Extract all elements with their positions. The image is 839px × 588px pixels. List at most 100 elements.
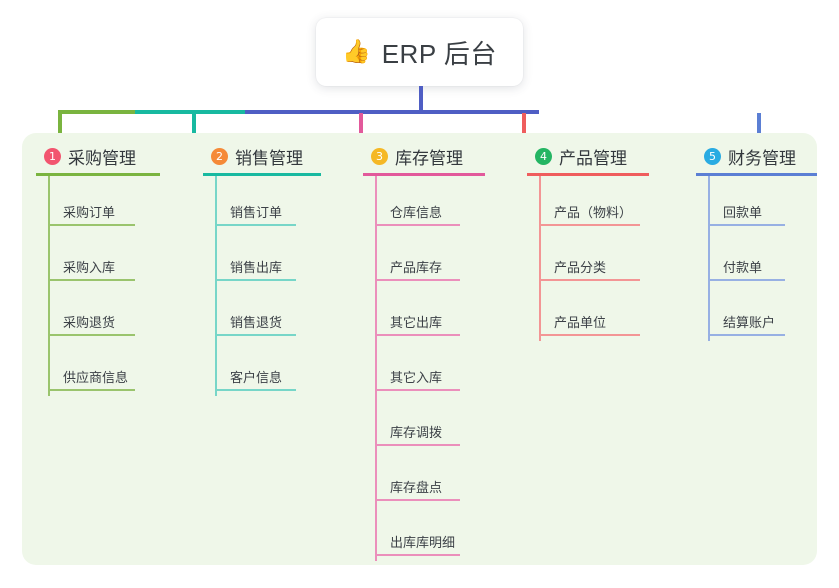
menu-item[interactable]: 产品（物料） [540,176,649,231]
column-title-2: 销售管理 [235,148,303,168]
menu-item[interactable]: 出库库明细 [376,506,485,561]
column-spine-3 [375,176,377,561]
menu-item-underline [376,499,460,501]
menu-item-label: 产品库存 [390,260,443,275]
trunk-connector [419,86,423,111]
menu-item-underline [216,279,296,281]
column-underline-1 [36,173,160,176]
column-header-4[interactable]: 4 产品管理 [535,143,649,169]
column-4: 4 产品管理产品（物料） 产品分类产品单位 [527,143,649,341]
stub-inventory [359,113,363,146]
menu-item-underline [709,224,785,226]
menu-item[interactable]: 客户信息 [216,341,321,396]
column-badge-icon-3: 3 [371,147,388,165]
menu-item-underline [376,444,460,446]
menu-item[interactable]: 采购订单 [49,176,160,231]
stub-finance [757,113,761,146]
menu-item-label: 产品分类 [554,260,607,275]
column-items-2: 销售订单销售出库销售退货客户信息 [215,176,321,396]
menu-item-label: 出库库明细 [390,535,456,550]
bus-segment-green [58,110,135,114]
menu-item[interactable]: 供应商信息 [49,341,160,396]
menu-item-label: 客户信息 [230,370,283,385]
menu-item[interactable]: 仓库信息 [376,176,485,231]
menu-item-underline [49,224,135,226]
menu-item[interactable]: 采购退货 [49,286,160,341]
column-spine-5 [708,176,710,341]
menu-item-label: 仓库信息 [390,205,443,220]
root-node[interactable]: 👍 ERP 后台 [316,18,523,86]
root-title: ERP 后台 [381,38,497,69]
menu-item[interactable]: 产品库存 [376,231,485,286]
menu-item-underline [216,389,296,391]
menu-item-label: 付款单 [723,260,763,275]
menu-item[interactable]: 其它入库 [376,341,485,396]
menu-item[interactable]: 销售出库 [216,231,321,286]
menu-item[interactable]: 产品单位 [540,286,649,341]
menu-item-underline [376,554,460,556]
menu-item[interactable]: 回款单 [709,176,817,231]
menu-item-label: 采购订单 [63,205,116,220]
stub-purchase [58,113,62,146]
column-title-1: 采购管理 [68,148,136,168]
menu-item[interactable]: 付款单 [709,231,817,286]
menu-item-underline [376,389,460,391]
menu-item-underline [376,224,460,226]
menu-item-label: 销售退货 [230,315,283,330]
menu-item-label: 采购退货 [63,315,116,330]
menu-item-label: 回款单 [723,205,763,220]
column-badge-icon-4: 4 [535,147,552,165]
menu-item-label: 销售订单 [230,205,283,220]
stub-product [522,113,526,146]
column-title-4: 产品管理 [559,148,627,168]
menu-item-underline [216,334,296,336]
column-items-1: 采购订单采购入库采购退货供应商信息 [48,176,160,396]
menu-item-label: 其它入库 [390,370,443,385]
menu-item-underline [216,224,296,226]
menu-item-underline [49,279,135,281]
menu-item[interactable]: 其它出库 [376,286,485,341]
column-header-3[interactable]: 3 库存管理 [371,143,485,169]
menu-item-label: 供应商信息 [63,370,129,385]
menu-item-underline [540,334,640,336]
menu-item-label: 采购入库 [63,260,116,275]
menu-item[interactable]: 库存调拨 [376,396,485,451]
column-spine-1 [48,176,50,396]
column-underline-3 [363,173,485,176]
column-underline-4 [527,173,649,176]
column-title-3: 库存管理 [395,148,463,168]
menu-item-label: 库存调拨 [390,425,443,440]
menu-item-underline [49,334,135,336]
menu-item-underline [709,334,785,336]
column-items-4: 产品（物料） 产品分类产品单位 [539,176,649,341]
column-badge-icon-5: 5 [704,147,721,165]
menu-item[interactable]: 采购入库 [49,231,160,286]
column-header-5[interactable]: 5 财务管理 [704,143,817,169]
menu-item-underline [49,389,135,391]
menu-item-underline [376,279,460,281]
column-title-5: 财务管理 [728,148,796,168]
menu-item-label: 其它出库 [390,315,443,330]
menu-item[interactable]: 产品分类 [540,231,649,286]
menu-item-label: 产品单位 [554,315,607,330]
menu-item-label: 销售出库 [230,260,283,275]
column-spine-4 [539,176,541,341]
stub-sales [192,113,196,146]
column-underline-2 [203,173,321,176]
menu-item-underline [540,224,640,226]
column-spine-2 [215,176,217,396]
column-items-3: 仓库信息产品库存其它出库其它入库库存调拨库存盘点出库库明细 [375,176,485,561]
menu-item-underline [376,334,460,336]
column-items-5: 回款单付款单结算账户 [708,176,817,341]
menu-item[interactable]: 销售订单 [216,176,321,231]
menu-item[interactable]: 结算账户 [709,286,817,341]
menu-item[interactable]: 库存盘点 [376,451,485,506]
menu-item[interactable]: 销售退货 [216,286,321,341]
bus-segment-blue [245,110,539,114]
thumbs-up-icon: 👍 [342,38,371,65]
